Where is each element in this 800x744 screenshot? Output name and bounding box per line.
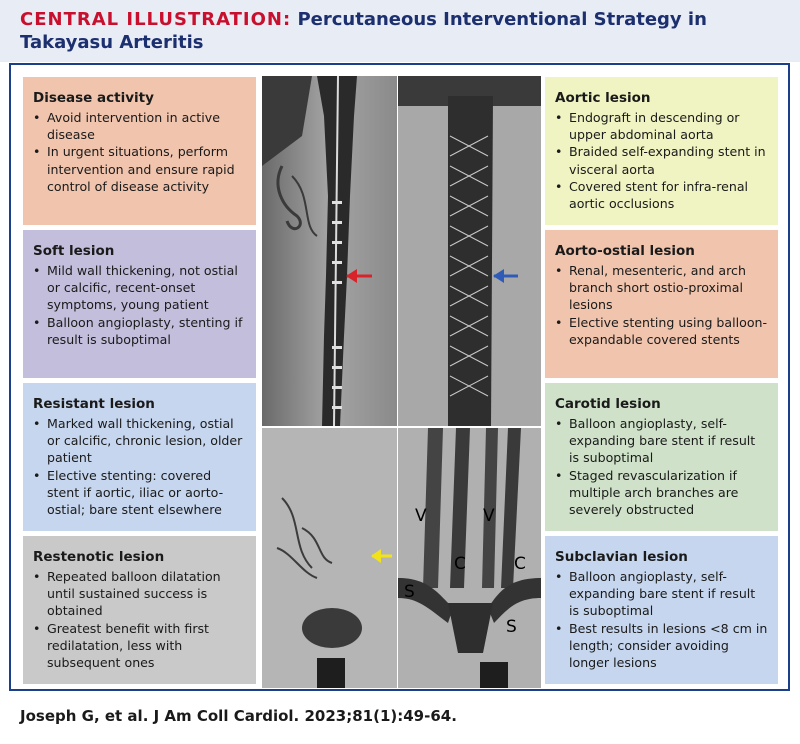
bullet-item: Balloon angioplasty, stenting if result … xyxy=(33,314,246,348)
bullet-list: Repeated balloon dilatation until sustai… xyxy=(33,568,246,671)
bullet-list: Mild wall thickening, not ostial or calc… xyxy=(33,262,246,348)
box-title: Disease activity xyxy=(33,90,154,106)
bullet-item: Marked wall thickening, ostial or calcif… xyxy=(33,415,246,467)
bullet-item: Repeated balloon dilatation until sustai… xyxy=(33,568,246,620)
bullet-item: Mild wall thickening, not ostial or calc… xyxy=(33,262,246,314)
box-carotid-lesion: Carotid lesion Balloon angioplasty, self… xyxy=(545,383,778,531)
box-disease-activity: Disease activity Avoid intervention in a… xyxy=(23,77,256,225)
box-title: Restenotic lesion xyxy=(33,549,165,565)
title-lead: CENTRAL ILLUSTRATION: xyxy=(20,9,292,30)
bullet-item: Balloon angioplasty, self-expanding bare… xyxy=(555,568,768,620)
box-restenotic-lesion: Restenotic lesion Repeated balloon dilat… xyxy=(23,536,256,684)
angiogram-arch-branches xyxy=(398,428,541,688)
bullet-item: Covered stent for infra-renal aortic occ… xyxy=(555,178,768,212)
bullet-item: Elective stenting using balloon-expandab… xyxy=(555,314,768,348)
bullet-list: Avoid intervention in active disease In … xyxy=(33,109,246,195)
bullet-item: Braided self-expanding stent in visceral… xyxy=(555,143,768,177)
label-c-right: C xyxy=(514,554,526,574)
bullet-item: Best results in lesions <8 cm in length;… xyxy=(555,620,768,672)
box-aorto-ostial-lesion: Aorto-ostial lesion Renal, mesenteric, a… xyxy=(545,230,778,378)
bullet-item: Greatest benefit with first redilatation… xyxy=(33,620,246,672)
box-title: Aorto-ostial lesion xyxy=(555,243,695,259)
angiogram-restenotic xyxy=(262,428,397,688)
box-subclavian-lesion: Subclavian lesion Balloon angioplasty, s… xyxy=(545,536,778,684)
bullet-item: In urgent situations, perform interventi… xyxy=(33,143,246,195)
arrow-yellow-icon xyxy=(371,549,381,563)
bullet-item: Avoid intervention in active disease xyxy=(33,109,246,143)
page-title: CENTRAL ILLUSTRATION: Percutaneous Inter… xyxy=(20,8,780,54)
box-aortic-lesion: Aortic lesion Endograft in descending or… xyxy=(545,77,778,225)
angiogram-restenotic-graphic xyxy=(262,428,397,688)
arrow-red-icon xyxy=(346,269,357,283)
box-soft-lesion: Soft lesion Mild wall thickening, not os… xyxy=(23,230,256,378)
citation: Joseph G, et al. J Am Coll Cardiol. 2023… xyxy=(20,707,457,725)
angiogram-arch-branches-graphic xyxy=(398,428,541,688)
bullet-item: Staged revascularization if multiple arc… xyxy=(555,467,768,519)
bullet-item: Balloon angioplasty, self-expanding bare… xyxy=(555,415,768,467)
bullet-list: Endograft in descending or upper abdomin… xyxy=(555,109,768,212)
box-title: Subclavian lesion xyxy=(555,549,688,565)
label-c-left: C xyxy=(454,554,466,574)
angiogram-aorta-right-graphic xyxy=(398,76,541,426)
box-resistant-lesion: Resistant lesion Marked wall thickening,… xyxy=(23,383,256,531)
bullet-list: Balloon angioplasty, self-expanding bare… xyxy=(555,568,768,671)
box-title: Carotid lesion xyxy=(555,396,661,412)
angiogram-aorta-right xyxy=(398,76,541,426)
bullet-list: Marked wall thickening, ostial or calcif… xyxy=(33,415,246,518)
label-s-right: S xyxy=(506,617,517,637)
bullet-item: Endograft in descending or upper abdomin… xyxy=(555,109,768,143)
bullet-item: Elective stenting: covered stent if aort… xyxy=(33,467,246,519)
header-banner: CENTRAL ILLUSTRATION: Percutaneous Inter… xyxy=(0,0,800,62)
bullet-item: Renal, mesenteric, and arch branch short… xyxy=(555,262,768,314)
label-v-left: V xyxy=(415,506,427,526)
angiogram-aorta-left-graphic xyxy=(262,76,397,426)
title-text: Percutaneous Interventional Strategy in … xyxy=(20,9,707,53)
box-title: Resistant lesion xyxy=(33,396,155,412)
label-v-right: V xyxy=(483,506,495,526)
arrow-blue-icon xyxy=(493,269,504,283)
angiogram-aorta-left xyxy=(262,76,397,426)
box-title: Aortic lesion xyxy=(555,90,651,106)
bullet-list: Renal, mesenteric, and arch branch short… xyxy=(555,262,768,348)
box-title: Soft lesion xyxy=(33,243,115,259)
bullet-list: Balloon angioplasty, self-expanding bare… xyxy=(555,415,768,518)
label-s-left: S xyxy=(404,582,415,602)
